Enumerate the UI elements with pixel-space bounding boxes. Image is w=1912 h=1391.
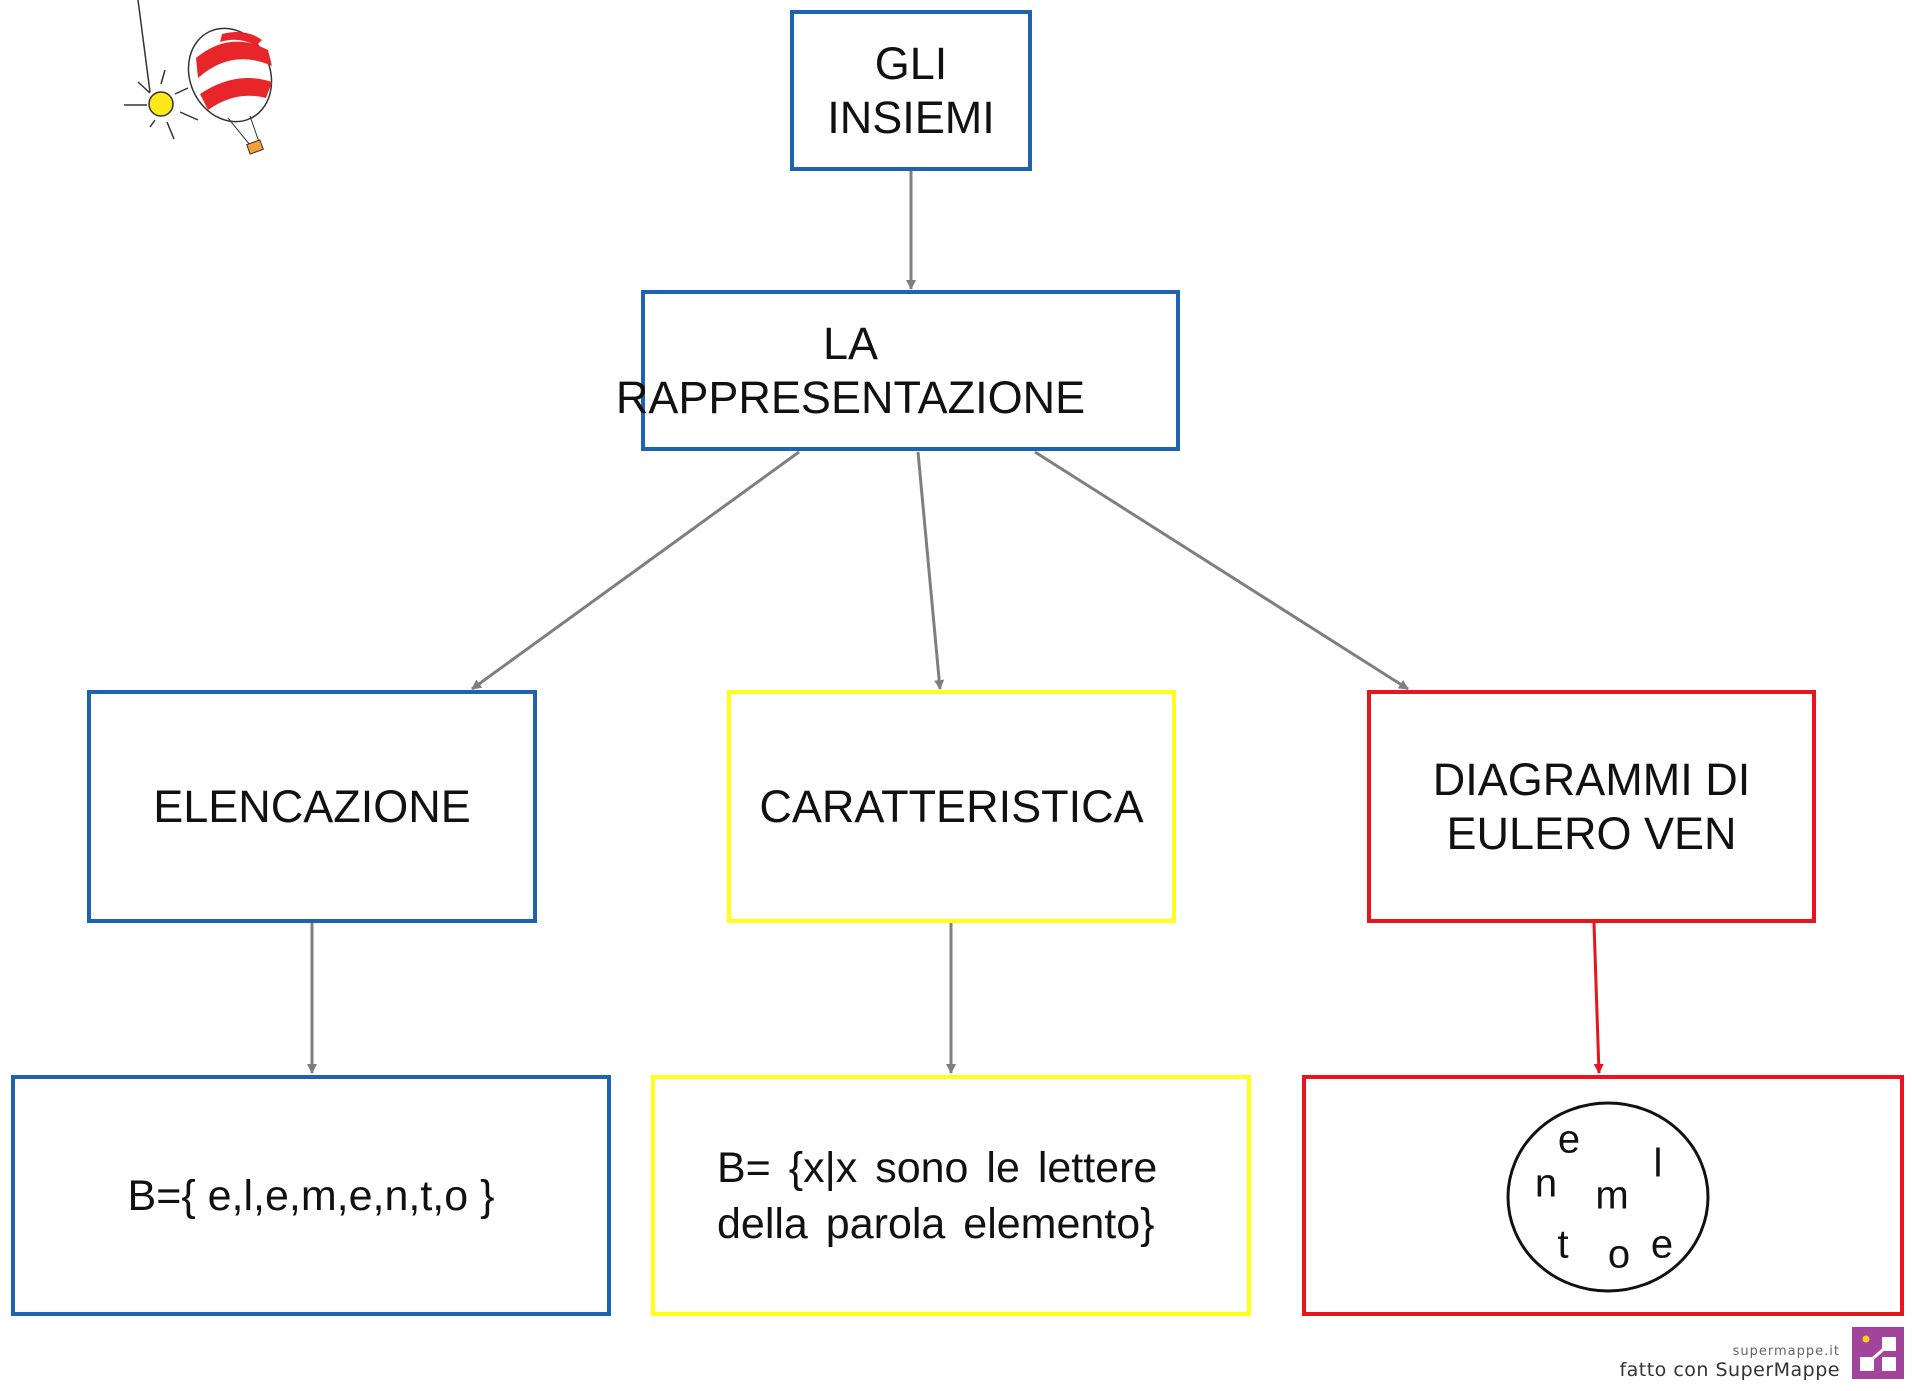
arrow-diagrams-example: [1592, 922, 1604, 1074]
venn-letter: e: [1650, 1222, 1674, 1267]
node-root[interactable]: GLI INSIEMI: [790, 10, 1032, 171]
arrow-to-diagrams: [1034, 450, 1409, 691]
venn-letter: t: [1557, 1222, 1569, 1267]
venn-letter: m: [1595, 1173, 1629, 1218]
node-characteristic-example[interactable]: B= {x|x sono le lettere della parola ele…: [651, 1075, 1251, 1316]
node-characteristic[interactable]: CARATTERISTICA: [727, 690, 1176, 923]
venn-letter: e: [1557, 1117, 1581, 1162]
sun-icon: [124, 0, 199, 140]
arrow-to-listing: [471, 450, 800, 691]
footer-made-with: fatto con SuperMappe: [1619, 1359, 1840, 1381]
footer-credit[interactable]: supermappe.it fatto con SuperMappe: [1619, 1344, 1840, 1381]
supermappe-logo-icon: [1852, 1327, 1904, 1379]
balloon-icon: [187, 27, 273, 155]
venn-circle: [1506, 1101, 1710, 1293]
node-diagrams[interactable]: DIAGRAMMI DI EULERO VEN: [1367, 690, 1816, 923]
node-listing[interactable]: ELENCAZIONE: [87, 690, 537, 923]
node-listing-example[interactable]: B={ e,l,e,m,e,n,t,o }: [11, 1075, 611, 1316]
footer-site: supermappe.it: [1732, 1344, 1840, 1359]
venn-letter: l: [1653, 1141, 1663, 1186]
venn-letter: n: [1534, 1161, 1558, 1206]
venn-letter: o: [1607, 1232, 1631, 1277]
arrow-to-characteristic: [916, 451, 945, 690]
node-diagrams-example[interactable]: [1302, 1075, 1904, 1316]
balloon-sun-illustration: [124, 0, 273, 155]
node-representation[interactable]: LA RAPPRESENTAZIONE: [616, 290, 1180, 451]
